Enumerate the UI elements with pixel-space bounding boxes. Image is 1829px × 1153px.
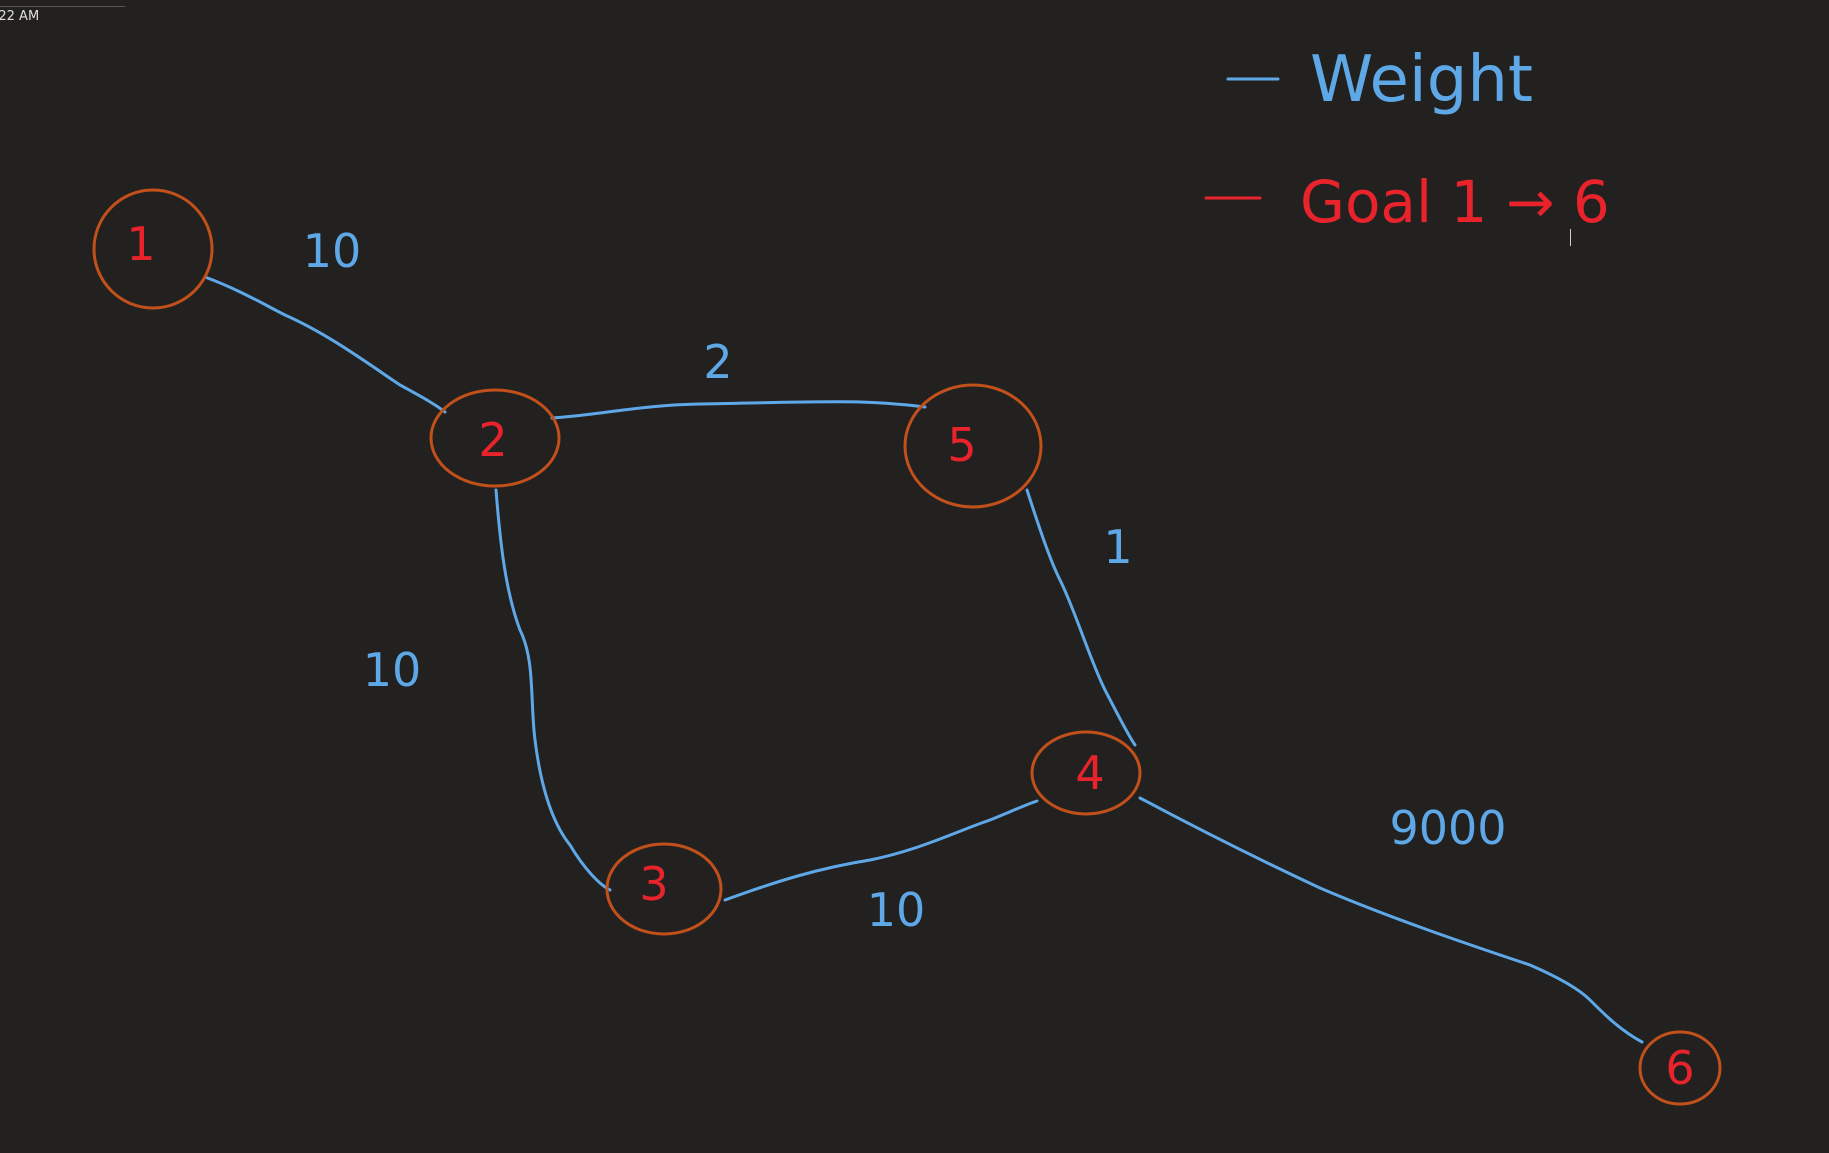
weight-2-5: 2: [703, 335, 732, 389]
edge-4-6: [1138, 796, 1644, 1044]
edge-2-3: [494, 488, 612, 892]
weight-1-2: 10: [303, 224, 362, 278]
legend-weight-text: Weight: [1310, 43, 1533, 117]
node-5: 5: [903, 383, 1043, 509]
legend-goal-text: Goal 1 → 6: [1300, 168, 1610, 236]
edge-1-2: [203, 275, 447, 414]
node-6-circle: [1638, 1030, 1722, 1106]
weight-4-6: 9000: [1389, 801, 1506, 855]
node-4: 4: [1030, 730, 1142, 816]
node-5-circle: [903, 383, 1043, 509]
node-1-circle: [92, 188, 214, 310]
node-6: 6: [1638, 1030, 1722, 1106]
weight-2-3: 10: [363, 643, 422, 697]
edge-2-5: [550, 400, 927, 420]
edge-5-4: [1025, 488, 1137, 747]
node-4-label: 4: [1075, 746, 1104, 800]
time-label: :22 AM: [0, 9, 40, 24]
node-3-label: 3: [639, 857, 668, 911]
node-2: 2: [429, 388, 561, 488]
edge-3-4: [723, 799, 1039, 902]
weight-5-4: 1: [1103, 520, 1132, 574]
node-5-label: 5: [947, 418, 976, 472]
legend: Weight Goal 1 → 6: [1204, 43, 1610, 236]
header-divider: [0, 6, 125, 7]
node-2-label: 2: [478, 413, 507, 467]
node-4-circle: [1030, 730, 1142, 816]
node-3-circle: [605, 842, 723, 936]
node-1-label: 1: [126, 217, 155, 271]
node-6-label: 6: [1665, 1041, 1694, 1095]
node-3: 3: [605, 842, 723, 936]
node-2-circle: [429, 388, 561, 488]
text-cursor: [1570, 229, 1571, 246]
weight-3-4: 10: [867, 883, 926, 937]
node-1: 1: [92, 188, 214, 310]
